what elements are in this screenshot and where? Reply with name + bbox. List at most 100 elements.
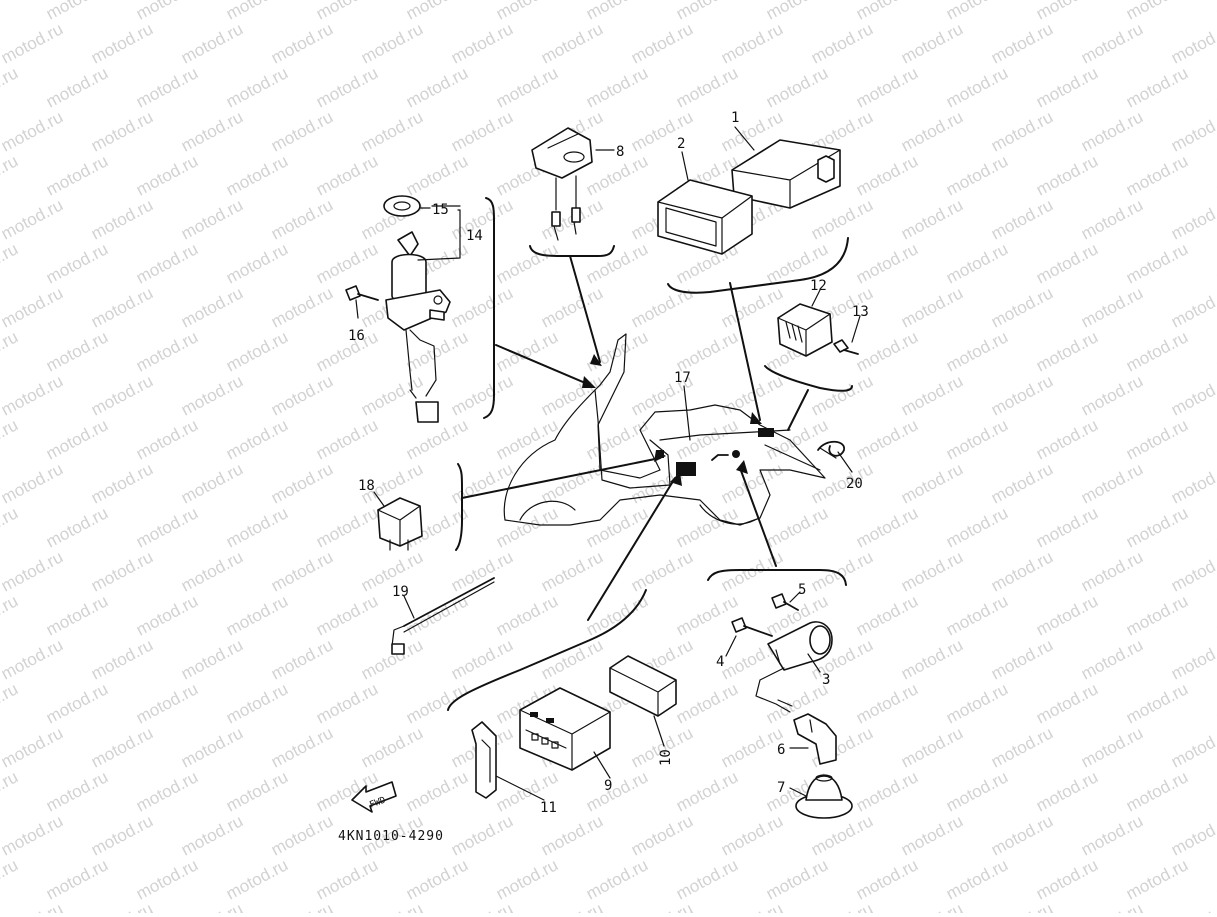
watermark-text: motod.ru [1168, 899, 1217, 913]
watermark-text: motod.ru [0, 591, 21, 639]
watermark-text: motod.ru [943, 415, 1011, 463]
watermark-text: motod.ru [0, 415, 21, 463]
watermark-text: motod.ru [943, 0, 1011, 24]
main-switch-assembly-part-14[interactable] [383, 195, 451, 423]
watermark-text: motod.ru [1168, 195, 1217, 243]
watermark-text: motod.ru [1213, 151, 1217, 199]
watermark-text: motod.ru [1213, 679, 1217, 727]
watermark-text: motod.ru [223, 591, 291, 639]
watermark-text: motod.ru [43, 591, 111, 639]
watermark-text: motod.ru [853, 0, 921, 24]
watermark-text: motod.ru [853, 327, 921, 375]
watermark-text: motod.ru [718, 19, 786, 67]
switch-part-8[interactable] [531, 127, 593, 241]
watermark-text: motod.ru [628, 19, 696, 67]
callout-17: 17 [674, 370, 691, 386]
clamp-part-20[interactable] [817, 440, 845, 459]
watermark-text: motod.ru [448, 899, 516, 913]
watermark-text: motod.ru [763, 503, 831, 551]
watermark-text: motod.ru [313, 239, 381, 287]
bolt-part-16[interactable] [345, 285, 379, 301]
watermark-text: motod.ru [853, 855, 921, 903]
watermark-text: motod.ru [1078, 107, 1146, 155]
watermark-text: motod.ru [268, 899, 336, 913]
watermark-text: motod.ru [268, 19, 336, 67]
watermark-text: motod.ru [583, 415, 651, 463]
watermark-text: motod.ru [43, 327, 111, 375]
watermark-text: motod.ru [178, 371, 246, 419]
watermark-text: motod.ru [88, 195, 156, 243]
watermark-text: motod.ru [1123, 327, 1191, 375]
watermark-text: motod.ru [673, 327, 741, 375]
watermark-text: motod.ru [0, 107, 66, 155]
watermark-text: motod.ru [808, 195, 876, 243]
watermark-text: motod.ru [628, 547, 696, 595]
watermark-text: motod.ru [1123, 415, 1191, 463]
watermark-text: motod.ru [943, 679, 1011, 727]
cdi-unit-part-1[interactable] [731, 139, 841, 209]
callout-12: 12 [810, 278, 827, 294]
watermark-text: motod.ru [898, 723, 966, 771]
watermark-text: motod.ru [133, 63, 201, 111]
watermark-text: motod.ru [223, 63, 291, 111]
watermark-text: motod.ru [313, 0, 381, 24]
watermark-text: motod.ru [763, 63, 831, 111]
callout-labels: 1 2 3 4 5 6 7 8 9 10 11 12 13 14 15 16 1… [348, 110, 869, 816]
watermark-text: motod.ru [313, 679, 381, 727]
holder-part-2[interactable] [657, 179, 753, 255]
watermark-text: motod.ru [718, 899, 786, 913]
rectifier-regulator-part-12[interactable] [777, 303, 833, 357]
watermark-text: motod.ru [1033, 679, 1101, 727]
ignition-coil-part-3[interactable] [755, 621, 833, 713]
watermark-text: motod.ru [898, 899, 966, 913]
watermark-text: motod.ru [988, 19, 1056, 67]
watermark-text: motod.ru [673, 855, 741, 903]
watermark-text: motod.ru [853, 151, 921, 199]
watermark-text: motod.ru [583, 63, 651, 111]
bolt-part-4[interactable] [731, 617, 773, 637]
watermark-text: motod.ru [1213, 327, 1217, 375]
watermark-text: motod.ru [178, 811, 246, 859]
watermark-text: motod.ru [988, 195, 1056, 243]
watermark-text: motod.ru [673, 0, 741, 24]
watermark-text: motod.ru [0, 767, 21, 815]
watermark-text: motod.ru [223, 415, 291, 463]
watermark-text: motod.ru [43, 767, 111, 815]
watermark-text: motod.ru [0, 899, 66, 913]
watermark-text: motod.ru [943, 503, 1011, 551]
watermark-text: motod.ru [403, 0, 471, 24]
battery-band-part-10[interactable] [609, 655, 677, 717]
callout-15: 15 [432, 202, 449, 218]
callout-4: 4 [716, 654, 724, 670]
watermark-text: motod.ru [763, 855, 831, 903]
watermark-text: motod.ru [448, 19, 516, 67]
bolt-part-13[interactable] [833, 339, 859, 355]
watermark-text: motod.ru [1123, 855, 1191, 903]
boot-part-7[interactable] [795, 774, 853, 819]
watermark-text: motod.ru [1123, 679, 1191, 727]
watermark-text: motod.ru [178, 459, 246, 507]
watermark-text: motod.ru [898, 19, 966, 67]
watermark-text: motod.ru [268, 635, 336, 683]
plug-cap-part-6[interactable] [793, 713, 837, 765]
battery-part-9[interactable] [519, 687, 611, 771]
watermark-text: motod.ru [133, 327, 201, 375]
watermark-text: motod.ru [673, 503, 741, 551]
watermark-text: motod.ru [1033, 503, 1101, 551]
watermark-text: motod.ru [1123, 591, 1191, 639]
battery-cover-part-11[interactable] [471, 721, 497, 799]
watermark-text: motod.ru [268, 459, 336, 507]
cable-band-part-19[interactable] [391, 577, 495, 655]
watermark-text: motod.ru [988, 723, 1056, 771]
watermark-text: motod.ru [1033, 591, 1101, 639]
watermark-text: motod.ru [1168, 283, 1217, 331]
watermark-text: motod.ru [403, 63, 471, 111]
watermark-text: motod.ru [988, 899, 1056, 913]
watermark-text: motod.ru [988, 107, 1056, 155]
scooter-outline [503, 333, 826, 526]
watermark-text: motod.ru [718, 811, 786, 859]
relay-part-18[interactable] [377, 497, 423, 551]
watermark-text: motod.ru [628, 283, 696, 331]
bolt-part-5[interactable] [771, 593, 799, 611]
